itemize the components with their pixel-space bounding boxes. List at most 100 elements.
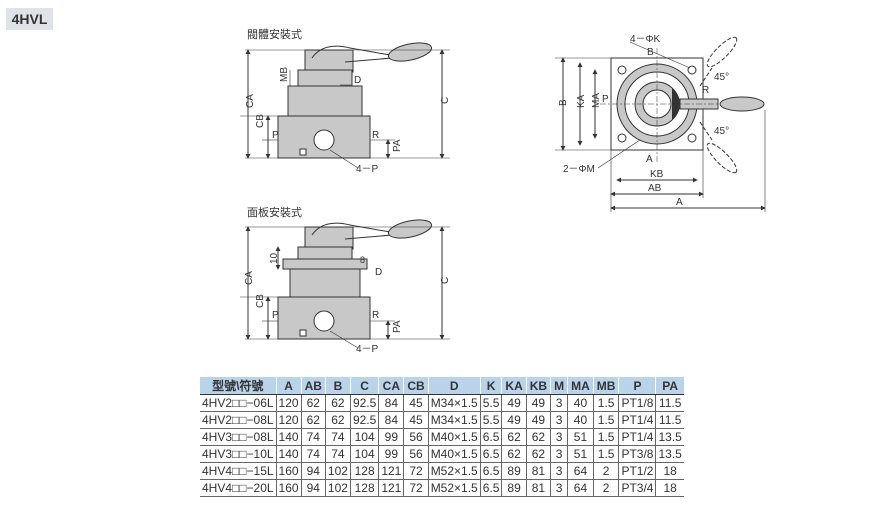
table-cell: 64 <box>567 462 594 480</box>
table-cell: 99 <box>378 445 404 463</box>
table-cell: M34×1.5 <box>427 394 481 412</box>
table-cell: 18 <box>655 479 684 497</box>
table-cell: 81 <box>525 462 551 480</box>
table-cell: 3 <box>550 428 568 446</box>
svg-text:45°: 45° <box>714 72 729 83</box>
table-cell: 56 <box>403 428 429 446</box>
svg-text:CB: CB <box>255 294 266 308</box>
table-cell: PT3/8 <box>618 445 656 463</box>
table-cell: 140 <box>275 428 302 446</box>
table-cell: 2 <box>592 479 619 497</box>
table-cell: 6.5 <box>479 462 502 480</box>
svg-text:AB: AB <box>648 183 662 194</box>
table-cell: 49 <box>501 394 527 412</box>
col-header: KB <box>525 377 551 395</box>
table-cell: 99 <box>378 428 404 446</box>
col-header: KA <box>501 377 527 395</box>
table-header-row: 型號\符號 A AB B C CA CB D K KA KB M MA MB P… <box>200 377 684 395</box>
col-header: K <box>479 377 502 395</box>
dimension-table: 型號\符號 A AB B C CA CB D K KA KB M MA MB P… <box>200 377 684 497</box>
table-cell: 62 <box>324 411 351 429</box>
table-cell: 1.5 <box>592 445 619 463</box>
table-cell: 40 <box>567 411 594 429</box>
table-cell: 6.5 <box>479 428 502 446</box>
table-cell: 1.5 <box>592 394 619 412</box>
svg-text:4－P: 4－P <box>356 344 379 355</box>
table-cell: 128 <box>349 479 379 497</box>
svg-text:2－ΦM: 2－ΦM <box>563 164 595 175</box>
col-header: CB <box>403 377 429 395</box>
table-cell: 1.5 <box>592 411 619 429</box>
svg-text:PA: PA <box>392 139 403 152</box>
table-cell: 56 <box>403 445 429 463</box>
table-cell: PT1/4 <box>618 411 656 429</box>
table-cell: PT1/2 <box>618 462 656 480</box>
table-cell: 104 <box>349 445 379 463</box>
svg-text:B: B <box>647 47 654 58</box>
table-cell: 128 <box>349 462 379 480</box>
col-header: 型號\符號 <box>200 377 277 395</box>
svg-text:R: R <box>372 310 379 321</box>
table-cell: 62 <box>300 394 326 412</box>
svg-text:D: D <box>375 267 382 278</box>
table-cell: 62 <box>501 428 527 446</box>
table-cell: PT1/4 <box>618 428 656 446</box>
col-header: A <box>275 377 302 395</box>
table-cell: 94 <box>300 479 326 497</box>
body-mount-view: 閥體安裝式 CA CB C MB D P R PA 4－P <box>240 27 451 175</box>
svg-text:KA: KA <box>576 94 587 108</box>
panel-mount-view: 面板安裝式 CA CB C 10 8 D P R PA 4－P <box>240 205 451 355</box>
table-cell: 160 <box>275 462 302 480</box>
table-cell: 72 <box>403 462 429 480</box>
svg-text:10: 10 <box>269 252 280 264</box>
svg-text:A: A <box>676 197 683 208</box>
stem <box>297 69 353 87</box>
table-cell: 11.5 <box>655 411 684 429</box>
table-cell: 4HV2□□−06L <box>200 394 277 412</box>
table-cell: 45 <box>403 394 429 412</box>
svg-text:C: C <box>440 277 451 284</box>
panel-mount-title: 面板安裝式 <box>247 205 302 219</box>
table-cell: 5.5 <box>479 394 502 412</box>
model-badge: 4HVL <box>6 8 53 30</box>
table-cell: 62 <box>525 445 551 463</box>
top-view: 4－ΦK B B KA MA P R A KB AB A 2－ΦM 45° 45… <box>555 34 766 212</box>
table-cell: 74 <box>300 428 326 446</box>
table-cell: 6.5 <box>479 445 502 463</box>
col-header: PA <box>655 377 684 395</box>
table-cell: 18 <box>655 462 684 480</box>
table-cell: M34×1.5 <box>427 411 481 429</box>
col-header: CA <box>378 377 404 395</box>
svg-text:MB: MB <box>279 67 290 82</box>
table-cell: 51 <box>567 428 594 446</box>
svg-text:4－ΦK: 4－ΦK <box>630 34 661 45</box>
svg-text:A: A <box>646 154 653 165</box>
table-cell: 62 <box>324 394 351 412</box>
col-header: B <box>324 377 351 395</box>
table-cell: 51 <box>567 445 594 463</box>
col-header: MB <box>592 377 619 395</box>
svg-text:P: P <box>602 94 609 105</box>
table-cell: 72 <box>403 479 429 497</box>
handle-grip <box>719 96 765 112</box>
table-cell: 2 <box>592 462 619 480</box>
body-mount-title: 閥體安裝式 <box>247 27 302 41</box>
table-cell: 81 <box>525 479 551 497</box>
table-cell: 84 <box>378 411 404 429</box>
table-cell: 11.5 <box>655 394 684 412</box>
handle-lever <box>304 42 433 73</box>
svg-text:CA: CA <box>244 271 255 285</box>
svg-text:CB: CB <box>255 114 266 128</box>
table-cell: 40 <box>567 394 594 412</box>
table-cell: 89 <box>501 479 527 497</box>
table-cell: 13.5 <box>655 445 684 463</box>
table-cell: 92.5 <box>349 394 379 412</box>
port-circle <box>313 129 335 151</box>
table-cell: 49 <box>525 411 551 429</box>
table-cell: 4HV4□□−15L <box>200 462 277 480</box>
svg-text:4－P: 4－P <box>356 164 379 175</box>
